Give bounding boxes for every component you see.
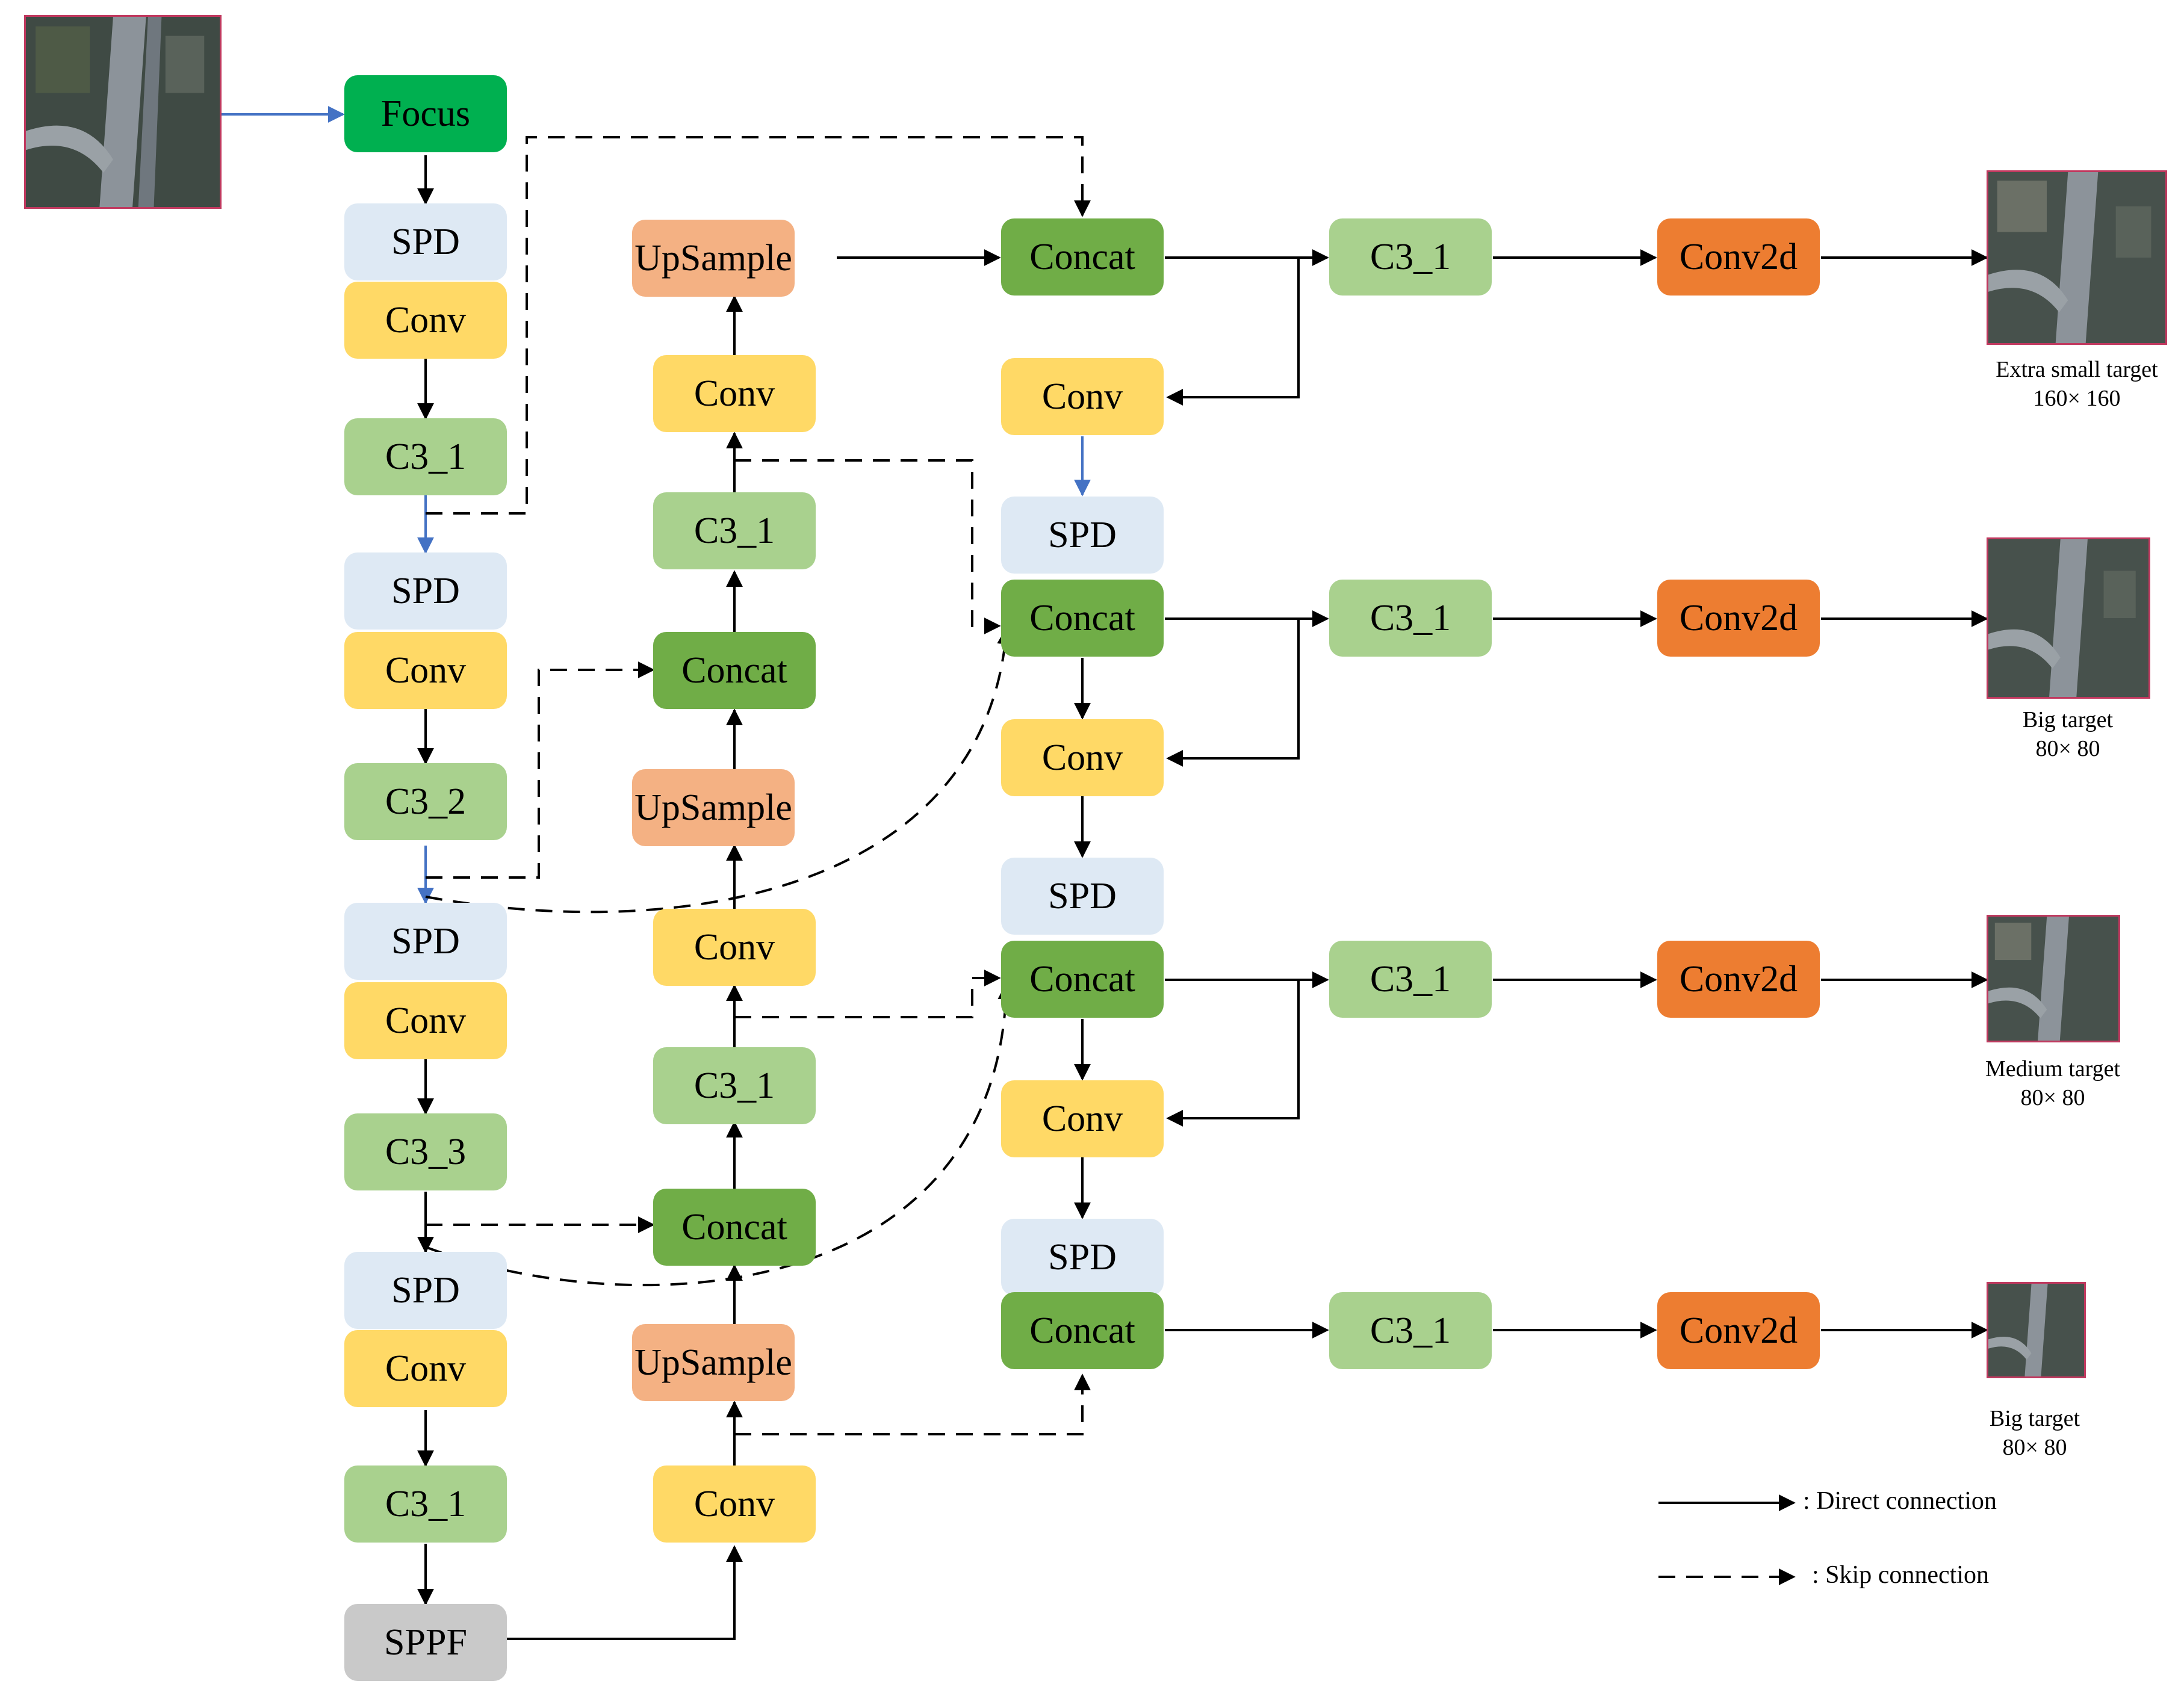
backbone-spd-2: SPD <box>344 552 507 630</box>
output-image-1 <box>1987 170 2167 345</box>
backbone-conv-1: Conv <box>344 282 507 359</box>
output-image-3 <box>1987 915 2120 1042</box>
conv2d-2: Conv2d <box>1657 580 1820 657</box>
head-concat-4: Concat <box>1001 1292 1164 1369</box>
backbone-conv-4: Conv <box>344 1330 507 1407</box>
output-caption-1-label: Extra small target <box>1996 357 2158 382</box>
neck-conv-3: Conv <box>653 1466 816 1543</box>
output-c3-1: C3_1 <box>1329 218 1492 296</box>
output-caption-2: Big target 80× 80 <box>1941 705 2184 763</box>
head-conv-2: Conv <box>1001 719 1164 796</box>
head-conv-1: Conv <box>1001 358 1164 435</box>
backbone-spd-4: SPD <box>344 1252 507 1329</box>
head-concat-1: Concat <box>1001 218 1164 296</box>
sppf-block: SPPF <box>344 1604 507 1681</box>
backbone-conv-3: Conv <box>344 982 507 1059</box>
neck-upsample-2: UpSample <box>632 769 795 846</box>
neck-upsample-1: UpSample <box>632 220 795 297</box>
legend-direct-label: : Direct connection <box>1803 1487 1997 1515</box>
output-image-2 <box>1987 537 2150 699</box>
output-c3-4: C3_1 <box>1329 1292 1492 1369</box>
neck-concat-1: Concat <box>653 632 816 709</box>
neck-upsample-3: UpSample <box>632 1324 795 1401</box>
head-conv-3: Conv <box>1001 1080 1164 1157</box>
output-caption-1-size: 160× 160 <box>2033 386 2121 411</box>
backbone-conv-2: Conv <box>344 632 507 709</box>
head-spd-3: SPD <box>1001 1219 1164 1296</box>
output-caption-4: Big target 80× 80 <box>1908 1404 2161 1462</box>
input-image <box>24 15 222 209</box>
conv2d-3: Conv2d <box>1657 941 1820 1018</box>
output-caption-3: Medium target 80× 80 <box>1926 1054 2179 1112</box>
head-spd-2: SPD <box>1001 858 1164 935</box>
output-caption-2-label: Big target <box>2022 707 2114 732</box>
output-image-4 <box>1987 1282 2086 1378</box>
head-concat-2: Concat <box>1001 580 1164 657</box>
output-c3-3: C3_1 <box>1329 941 1492 1018</box>
output-caption-3-size: 80× 80 <box>2020 1085 2085 1110</box>
output-caption-4-size: 80× 80 <box>2002 1435 2067 1460</box>
head-spd-1: SPD <box>1001 497 1164 574</box>
backbone-c3-4: C3_1 <box>344 1466 507 1543</box>
output-c3-2: C3_1 <box>1329 580 1492 657</box>
backbone-c3-1: C3_1 <box>344 418 507 495</box>
neck-concat-2: Concat <box>653 1189 816 1266</box>
neck-conv-1: Conv <box>653 355 816 432</box>
conv2d-4: Conv2d <box>1657 1292 1820 1369</box>
output-caption-3-label: Medium target <box>1985 1056 2121 1082</box>
output-caption-4-label: Big target <box>1989 1406 2080 1431</box>
backbone-c3-2: C3_2 <box>344 763 507 840</box>
focus-block: Focus <box>344 75 507 152</box>
backbone-c3-3: C3_3 <box>344 1113 507 1190</box>
backbone-spd-1: SPD <box>344 203 507 280</box>
conv2d-1: Conv2d <box>1657 218 1820 296</box>
legend-skip-label: : Skip connection <box>1812 1561 1989 1589</box>
neck-c3-2: C3_1 <box>653 1047 816 1124</box>
output-caption-1: Extra small target 160× 160 <box>1950 355 2184 413</box>
backbone-spd-3: SPD <box>344 903 507 980</box>
neck-conv-2: Conv <box>653 909 816 986</box>
output-caption-2-size: 80× 80 <box>2035 736 2100 761</box>
neck-c3-1: C3_1 <box>653 492 816 569</box>
head-concat-3: Concat <box>1001 941 1164 1018</box>
